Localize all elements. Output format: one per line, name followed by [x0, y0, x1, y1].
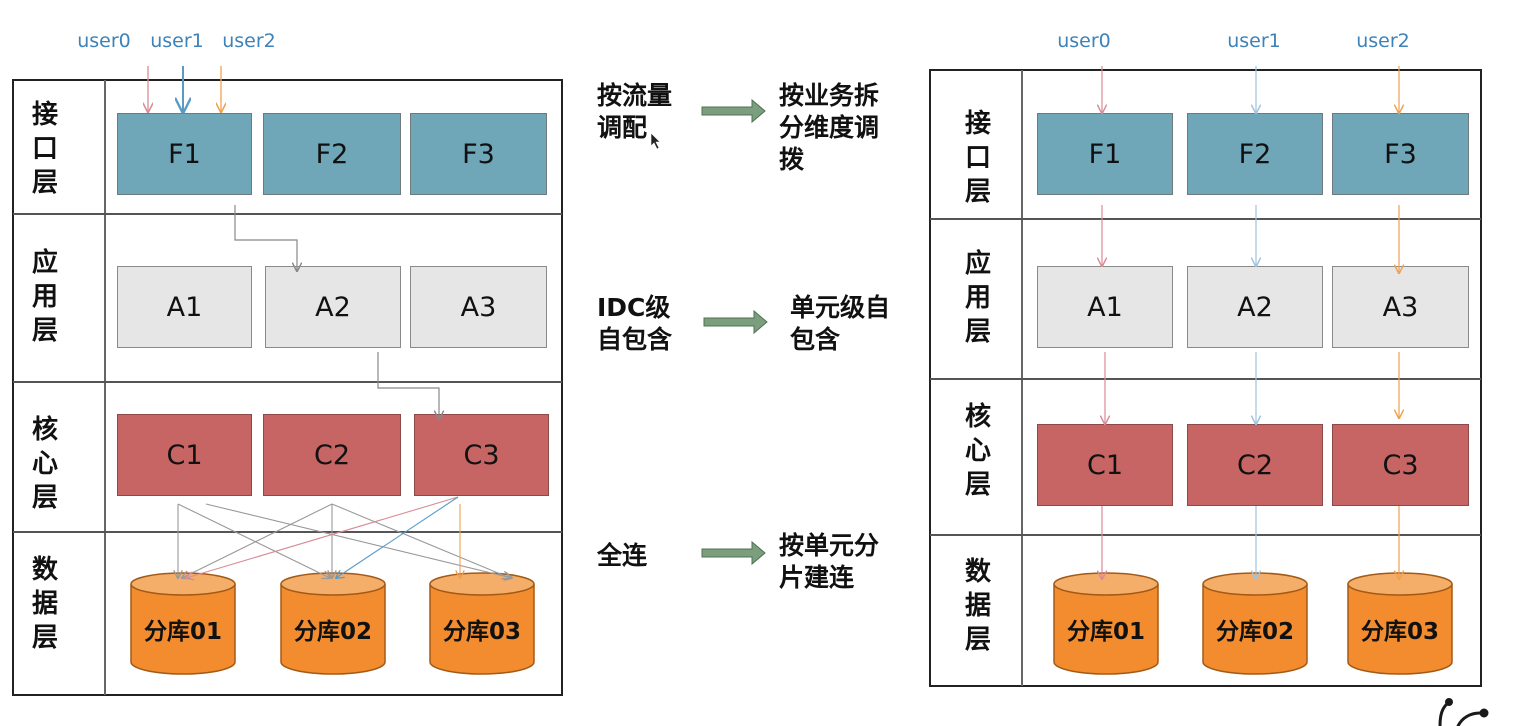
- watermark-logo-icon: [1438, 698, 1489, 726]
- left-layer-divider: [13, 381, 562, 383]
- left-layer-app: 应用层: [31, 248, 58, 346]
- left-box-a2: A2: [265, 266, 401, 348]
- database-cylinder-icon: [1053, 572, 1159, 675]
- middle-row2-to: 单元级自包含: [790, 293, 891, 354]
- right-layer-interface: 接口层: [964, 109, 991, 207]
- middle-row3-to: 按单元分片建连: [779, 531, 880, 592]
- left-box-f3: F3: [410, 113, 547, 195]
- db-label: 分库02: [1215, 619, 1294, 645]
- left-layer-core: 核心层: [31, 415, 58, 513]
- right-box-a1: A1: [1037, 266, 1173, 348]
- left-layer-divider: [13, 531, 562, 533]
- right-box-a2: A2: [1187, 266, 1323, 348]
- left-box-f2: F2: [263, 113, 401, 195]
- left-user2-label: user2: [222, 30, 276, 52]
- left-box-c1: C1: [117, 414, 252, 496]
- db-label: 分库03: [1360, 619, 1439, 645]
- right-user2-label: user2: [1356, 30, 1410, 52]
- middle-row2-from: IDC级自包含: [597, 293, 673, 354]
- right-box-a3: A3: [1332, 266, 1469, 348]
- right-db-03: 分库03: [1347, 572, 1453, 676]
- left-user0-label: user0: [77, 30, 131, 52]
- left-box-a3: A3: [410, 266, 547, 348]
- right-user1-label: user1: [1227, 30, 1281, 52]
- right-layer-divider: [930, 218, 1481, 220]
- db-label: 分库01: [1066, 619, 1145, 645]
- left-user1-label: user1: [150, 30, 204, 52]
- right-box-f1: F1: [1037, 113, 1173, 195]
- db-label: 分库01: [143, 619, 222, 645]
- left-layer-data: 数据层: [31, 555, 58, 653]
- left-label-divider: [104, 80, 106, 695]
- db-label: 分库02: [293, 619, 372, 645]
- left-db-02: 分库02: [280, 572, 386, 676]
- right-arrow-icon: [701, 98, 768, 566]
- database-cylinder-icon: [429, 572, 535, 675]
- right-box-c3: C3: [1332, 424, 1469, 506]
- middle-row3-from: 全连: [597, 541, 648, 570]
- right-layer-app: 应用层: [964, 249, 991, 347]
- right-layer-divider: [930, 534, 1481, 536]
- left-frame: [12, 79, 563, 696]
- right-box-f2: F2: [1187, 113, 1323, 195]
- right-layer-divider: [930, 378, 1481, 380]
- left-layer-interface: 接口层: [31, 100, 58, 198]
- middle-row1-from: 按流量调配: [597, 81, 673, 142]
- right-layer-core: 核心层: [964, 402, 991, 500]
- right-user0-label: user0: [1057, 30, 1111, 52]
- right-box-c1: C1: [1037, 424, 1173, 506]
- right-db-02: 分库02: [1202, 572, 1308, 676]
- left-db-03: 分库03: [429, 572, 535, 676]
- database-cylinder-icon: [1202, 572, 1308, 675]
- db-label: 分库03: [442, 619, 521, 645]
- middle-row1-to: 按业务拆分维度调拨: [779, 81, 880, 174]
- left-box-c3: C3: [414, 414, 549, 496]
- right-box-f3: F3: [1332, 113, 1469, 195]
- database-cylinder-icon: [1347, 572, 1453, 675]
- right-layer-data: 数据层: [964, 557, 991, 655]
- left-box-c2: C2: [263, 414, 401, 496]
- left-box-a1: A1: [117, 266, 252, 348]
- left-box-f1: F1: [117, 113, 252, 195]
- right-box-c2: C2: [1187, 424, 1323, 506]
- left-layer-divider: [13, 213, 562, 215]
- right-db-01: 分库01: [1053, 572, 1159, 676]
- left-db-01: 分库01: [130, 572, 236, 676]
